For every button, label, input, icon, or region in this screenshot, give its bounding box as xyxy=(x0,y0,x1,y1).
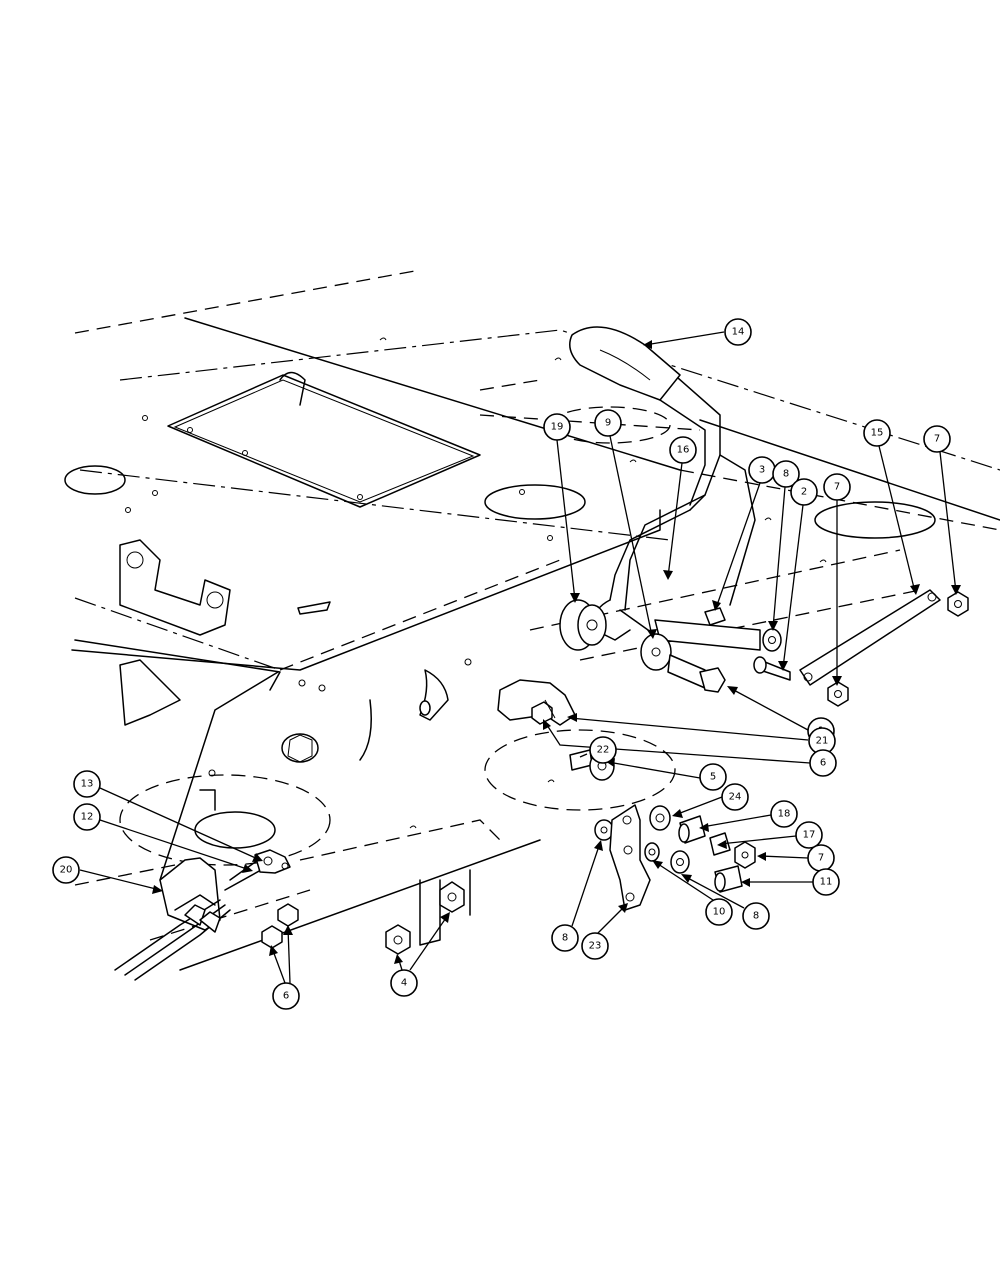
callout-18-label: 18 xyxy=(778,809,791,820)
callout-3: 3 xyxy=(748,456,776,484)
callout-8-top-label: 8 xyxy=(783,469,789,480)
callout-13-label: 13 xyxy=(81,779,94,790)
callout-24: 24 xyxy=(721,783,749,811)
callouts: 14 19 9 16 3 8 2 7 15 7 1 21 6 22 5 24 1… xyxy=(52,318,951,1010)
callout-7-right: 7 xyxy=(923,425,951,453)
callout-8-top: 8 xyxy=(772,460,800,488)
washer-9 xyxy=(640,633,672,671)
callout-7-lower: 7 xyxy=(807,844,835,872)
callout-14: 14 xyxy=(724,318,752,346)
callout-19-label: 19 xyxy=(551,422,564,433)
callout-16-label: 16 xyxy=(677,445,690,456)
callout-6-upper: 6 xyxy=(809,749,837,777)
callout-5: 5 xyxy=(699,763,727,791)
deck-nuts xyxy=(385,869,471,955)
callout-7-mid-label: 7 xyxy=(834,482,840,493)
link-rod xyxy=(799,589,969,707)
callout-21-label: 21 xyxy=(816,736,829,747)
callout-6-lower: 6 xyxy=(272,982,300,1010)
callout-7-mid: 7 xyxy=(823,473,851,501)
callout-8-left-label: 8 xyxy=(562,933,568,944)
callout-4: 4 xyxy=(390,969,418,997)
leader-lines xyxy=(79,331,961,984)
lower-hardware-stack xyxy=(569,749,756,911)
side-plate xyxy=(119,671,676,881)
callout-14-label: 14 xyxy=(732,327,745,338)
callout-15: 15 xyxy=(863,419,891,447)
callout-8-right: 8 xyxy=(742,902,770,930)
callout-13: 13 xyxy=(73,770,101,798)
lever-handle xyxy=(569,326,761,651)
callout-24-label: 24 xyxy=(729,792,742,803)
callout-20: 20 xyxy=(52,856,80,884)
callout-4-label: 4 xyxy=(401,978,407,989)
callout-9-label: 9 xyxy=(605,418,611,429)
callout-23: 23 xyxy=(581,932,609,960)
callout-11: 11 xyxy=(812,868,840,896)
callout-5-label: 5 xyxy=(710,772,716,783)
mount-bracket xyxy=(119,539,231,726)
callout-2: 2 xyxy=(790,478,818,506)
latch-plate xyxy=(419,669,576,726)
callout-21: 21 xyxy=(808,727,836,755)
callout-15-label: 15 xyxy=(871,428,884,439)
callout-3-label: 3 xyxy=(759,465,765,476)
access-panel xyxy=(167,371,481,508)
callout-8-right-label: 8 xyxy=(753,911,759,922)
callout-6-upper-label: 6 xyxy=(820,758,826,769)
bolt-1 xyxy=(667,654,726,693)
deck-frame xyxy=(71,269,1000,971)
callout-16: 16 xyxy=(669,436,697,464)
callout-17: 17 xyxy=(795,821,823,849)
callout-7-right-label: 7 xyxy=(934,434,940,445)
callout-10-label: 10 xyxy=(713,907,726,918)
switch-assembly xyxy=(114,849,299,981)
callout-9: 9 xyxy=(594,409,622,437)
callout-18: 18 xyxy=(770,800,798,828)
callout-6-lower-label: 6 xyxy=(283,991,289,1002)
pivot-hardware xyxy=(704,607,791,681)
callout-23-label: 23 xyxy=(589,941,602,952)
callout-12-label: 12 xyxy=(81,812,94,823)
callout-2-label: 2 xyxy=(801,487,807,498)
callout-22-label: 22 xyxy=(597,745,610,756)
callout-7-lower-label: 7 xyxy=(818,853,824,864)
callout-17-label: 17 xyxy=(803,830,816,841)
callout-11-label: 11 xyxy=(820,877,833,888)
deck-holes xyxy=(64,406,936,777)
callout-19: 19 xyxy=(543,413,571,441)
callout-10: 10 xyxy=(705,898,733,926)
pulley xyxy=(559,599,607,651)
callout-22: 22 xyxy=(589,736,617,764)
callout-20-label: 20 xyxy=(60,865,73,876)
callout-12: 12 xyxy=(73,803,101,831)
callout-8-left: 8 xyxy=(551,924,579,952)
